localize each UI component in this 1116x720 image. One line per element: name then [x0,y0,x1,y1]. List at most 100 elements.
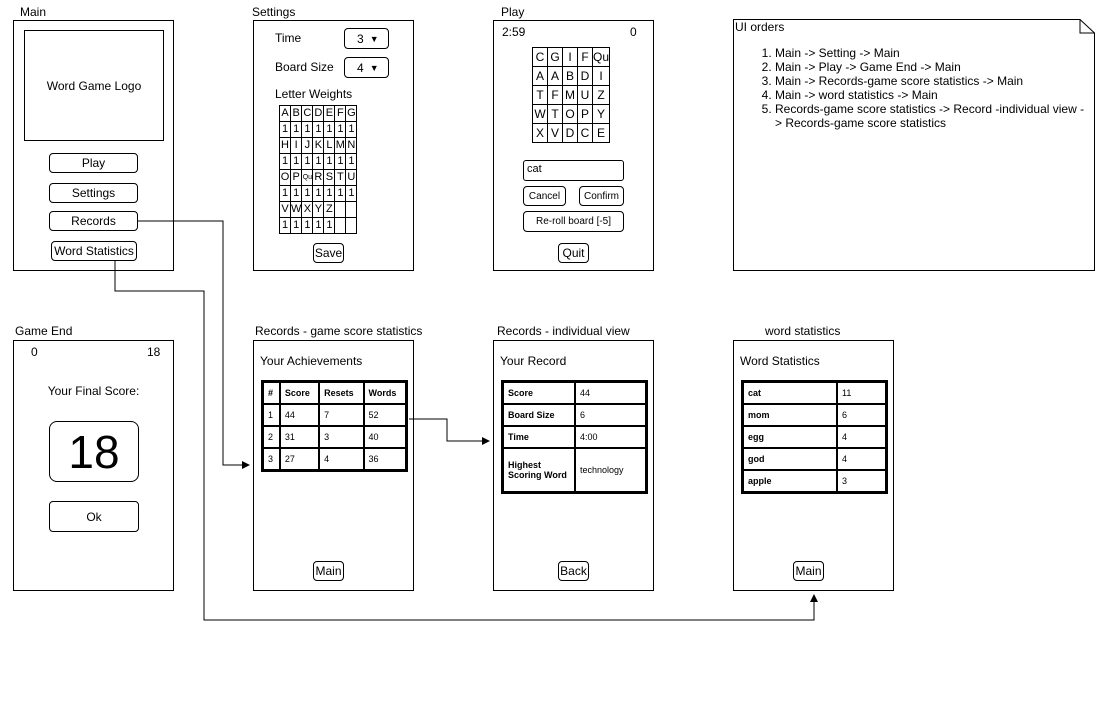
confirm-button[interactable]: Confirm [579,186,624,206]
board-size-label: Board Size [275,60,334,74]
weights-cell[interactable]: 1 [301,217,314,234]
table-cell: 7 [319,404,364,426]
weights-cell: S [323,169,336,186]
weights-cell[interactable]: 1 [323,217,336,234]
board-tile[interactable]: F [547,85,563,105]
main-button[interactable]: Main [793,561,824,581]
main-button[interactable]: Main [313,561,344,581]
weights-cell: G [345,105,358,122]
weights-cell[interactable]: 1 [334,121,347,138]
board-tile[interactable]: E [591,123,611,143]
weights-cell[interactable]: 1 [279,121,291,138]
weights-cell[interactable]: 1 [301,121,314,138]
board-tile[interactable]: U [577,85,593,105]
weights-cell[interactable]: 1 [312,121,325,138]
quit-button[interactable]: Quit [558,243,589,263]
board-tile[interactable]: P [577,104,593,124]
board-tile[interactable]: T [532,85,548,105]
weights-cell: O [279,169,291,186]
weights-cell[interactable]: 1 [301,153,314,170]
table-cell: 3 [319,426,364,448]
weights-cell[interactable]: 1 [289,185,303,202]
weights-cell[interactable]: 1 [334,153,347,170]
board-tile[interactable]: B [562,66,578,86]
weights-cell[interactable]: 1 [323,121,336,138]
board-tile[interactable]: Z [591,85,611,105]
weights-cell[interactable]: 1 [312,153,325,170]
weights-cell[interactable]: 1 [301,185,314,202]
board-tile[interactable]: W [532,104,548,124]
settings-button[interactable]: Settings [49,183,138,203]
board-tile[interactable]: I [591,66,611,86]
weights-cell: D [312,105,325,122]
board-tile[interactable]: V [547,123,563,143]
weights-cell[interactable]: 1 [289,121,303,138]
ok-button[interactable]: Ok [49,501,139,532]
cancel-button[interactable]: Cancel [523,186,566,206]
weights-cell[interactable]: 1 [279,153,291,170]
board-tile[interactable]: D [577,66,593,86]
board-tile[interactable]: C [577,123,593,143]
note-shape [733,19,1095,271]
play-button[interactable]: Play [49,153,138,173]
board-tile[interactable]: G [547,47,563,67]
table-cell: 31 [279,426,320,448]
play-screen-title: Play [501,5,525,19]
board-tile[interactable]: C [532,47,548,67]
final-score-value: 18 [49,421,139,482]
board-tile[interactable]: F [577,47,593,67]
weights-cell[interactable]: 1 [312,217,325,234]
weights-cell[interactable]: 1 [345,185,358,202]
reroll-button[interactable]: Re-roll board [-5] [523,211,624,232]
board-tile[interactable]: T [547,104,563,124]
game-end-screen-title: Game End [15,324,73,338]
board-tile[interactable]: X [532,123,548,143]
board-tile[interactable]: Qu [591,47,611,67]
main-screen-frame: Word Game Logo Play Settings Records Wor… [13,20,174,271]
board-tile[interactable]: M [562,85,578,105]
board-tile[interactable]: Y [591,104,611,124]
word-cell: mom [743,404,837,426]
board-size-select[interactable]: 4 ▼ [344,57,389,78]
board-tile[interactable]: O [562,104,578,124]
weights-cell[interactable]: 1 [345,121,358,138]
back-button[interactable]: Back [558,561,589,581]
weights-cell[interactable]: 1 [312,185,325,202]
weights-cell[interactable]: 1 [334,185,347,202]
weights-cell[interactable]: 1 [345,153,358,170]
weights-cell: F [334,105,347,122]
weights-cell[interactable]: 1 [323,153,336,170]
count-cell: 4 [837,426,886,448]
record-field-value: 6 [575,404,646,426]
weights-cell[interactable]: 1 [289,153,303,170]
table-cell: 44 [279,404,320,426]
weights-cell[interactable]: 1 [279,217,291,234]
board-tile[interactable]: A [532,66,548,86]
word-input[interactable]: cat [523,160,624,181]
board-tile[interactable]: D [562,123,578,143]
weights-cell: W [289,201,303,218]
save-button[interactable]: Save [313,243,344,263]
table-cell: 52 [363,404,406,426]
time-select[interactable]: 3 ▼ [344,28,389,49]
weights-cell[interactable]: 1 [323,185,336,202]
word-statistics-button[interactable]: Word Statistics [51,241,137,261]
board-tile[interactable]: I [562,47,578,67]
board-tile[interactable]: A [547,66,563,86]
ui-order-item: Records-game score statistics -> Record … [775,102,1090,130]
weights-cell[interactable]: 1 [279,185,291,202]
records-button[interactable]: Records [49,211,138,231]
weights-cell[interactable]: 1 [289,217,303,234]
your-record-heading: Your Record [500,354,567,368]
